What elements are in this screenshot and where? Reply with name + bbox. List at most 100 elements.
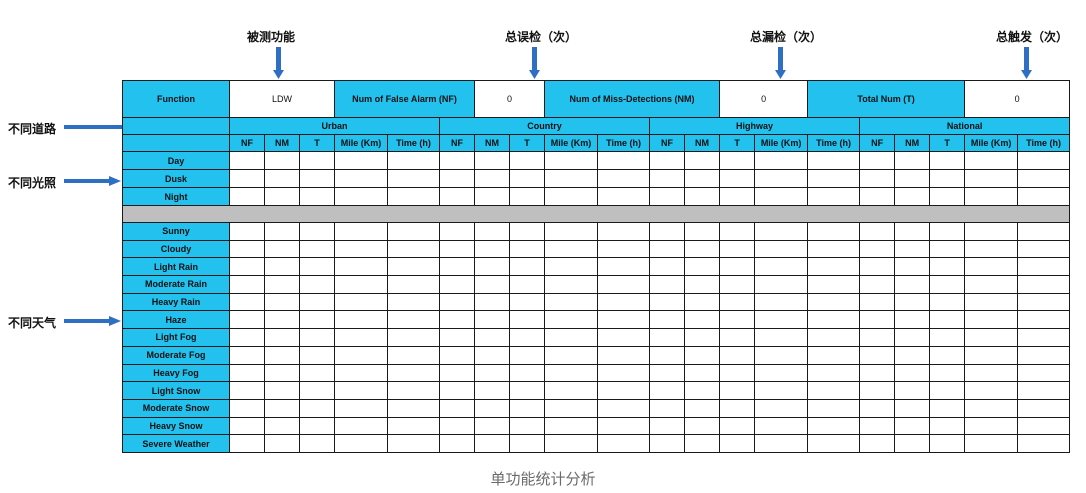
data-cell bbox=[387, 434, 440, 453]
data-cell bbox=[1017, 292, 1071, 312]
table-row: Light Snow bbox=[122, 381, 1071, 400]
right-arrow-icon bbox=[64, 176, 121, 186]
row-label: Sunny bbox=[122, 222, 230, 241]
data-cell bbox=[299, 292, 335, 312]
data-cell bbox=[597, 310, 651, 330]
data-cell bbox=[509, 416, 546, 436]
data-cell bbox=[859, 328, 896, 347]
data-cell bbox=[387, 381, 440, 400]
summary-row: Function LDW Num of False Alarm (NF) 0 N… bbox=[122, 80, 1071, 118]
label-trigger-total: 总触发（次） bbox=[996, 30, 1069, 44]
data-cell bbox=[964, 310, 1019, 330]
data-cell bbox=[1017, 434, 1071, 453]
data-cell bbox=[1017, 151, 1071, 170]
data-cell bbox=[649, 222, 686, 241]
data-cell bbox=[719, 222, 756, 241]
false-alarm-value-cell: 0 bbox=[474, 80, 546, 118]
data-cell bbox=[929, 434, 966, 453]
data-cell bbox=[229, 222, 265, 241]
data-cell bbox=[894, 151, 931, 170]
table-row: Moderate Rain bbox=[122, 275, 1071, 294]
data-cell bbox=[964, 363, 1019, 383]
data-cell bbox=[1017, 257, 1071, 277]
data-cell bbox=[649, 363, 686, 383]
data-cell bbox=[509, 169, 546, 188]
data-cell bbox=[299, 310, 335, 330]
data-cell bbox=[859, 398, 896, 418]
column-header: T bbox=[719, 134, 756, 152]
data-cell bbox=[754, 187, 809, 206]
data-cell bbox=[929, 187, 966, 206]
data-cell bbox=[1017, 222, 1071, 241]
data-cell bbox=[684, 292, 721, 312]
data-cell bbox=[719, 187, 756, 206]
down-arrow-icon bbox=[775, 47, 786, 79]
row-label: Light Fog bbox=[122, 328, 230, 347]
label-different-roads: 不同道路 bbox=[8, 122, 57, 136]
data-cell bbox=[299, 363, 335, 383]
data-cell bbox=[929, 310, 966, 330]
data-cell bbox=[544, 328, 599, 347]
row-label: Dusk bbox=[122, 169, 230, 188]
data-cell bbox=[544, 398, 599, 418]
data-cell bbox=[719, 151, 756, 170]
data-cell bbox=[649, 398, 686, 418]
data-cell bbox=[719, 292, 756, 312]
data-cell bbox=[964, 257, 1019, 277]
miss-detection-label-cell: Num of Miss-Detections (NM) bbox=[544, 80, 721, 118]
data-cell bbox=[474, 434, 511, 453]
data-cell bbox=[334, 381, 388, 400]
data-cell bbox=[929, 169, 966, 188]
data-cell bbox=[264, 187, 300, 206]
data-cell bbox=[474, 310, 511, 330]
data-cell bbox=[474, 169, 511, 188]
data-cell bbox=[597, 239, 651, 259]
data-cell bbox=[299, 328, 335, 347]
data-cell bbox=[719, 398, 756, 418]
data-cell bbox=[474, 398, 511, 418]
data-cell bbox=[229, 363, 265, 383]
data-cell bbox=[229, 151, 265, 170]
data-cell bbox=[1017, 187, 1071, 206]
data-cell bbox=[1017, 275, 1071, 294]
data-cell bbox=[964, 345, 1019, 365]
data-cell bbox=[894, 275, 931, 294]
data-cell bbox=[544, 275, 599, 294]
data-cell bbox=[684, 310, 721, 330]
column-header: NM bbox=[894, 134, 931, 152]
data-cell bbox=[334, 328, 388, 347]
road-type-header: Country bbox=[438, 117, 651, 135]
data-cell bbox=[229, 187, 265, 206]
row-label: Heavy Snow bbox=[122, 416, 230, 436]
table-row: Dusk bbox=[122, 169, 1071, 188]
data-cell bbox=[334, 169, 388, 188]
column-header: T bbox=[299, 134, 335, 152]
data-cell bbox=[719, 239, 756, 259]
separator-row bbox=[121, 205, 1071, 223]
data-cell bbox=[299, 416, 335, 436]
row-label: Moderate Rain bbox=[122, 275, 230, 294]
data-cell bbox=[859, 416, 896, 436]
data-cell bbox=[964, 151, 1019, 170]
data-cell bbox=[544, 169, 599, 188]
data-cell bbox=[859, 222, 896, 241]
data-cell bbox=[684, 328, 721, 347]
data-cell bbox=[649, 239, 686, 259]
data-cell bbox=[544, 239, 599, 259]
data-cell bbox=[807, 328, 861, 347]
data-cell bbox=[649, 257, 686, 277]
data-cell bbox=[387, 222, 440, 241]
data-cell bbox=[299, 345, 335, 365]
data-cell bbox=[264, 310, 300, 330]
data-cell bbox=[807, 222, 861, 241]
row-label: Moderate Snow bbox=[122, 398, 230, 418]
data-cell bbox=[754, 275, 809, 294]
data-cell bbox=[264, 328, 300, 347]
data-cell bbox=[754, 381, 809, 400]
data-cell bbox=[894, 416, 931, 436]
column-header: NF bbox=[859, 134, 896, 152]
column-header: T bbox=[509, 134, 546, 152]
data-cell bbox=[438, 292, 476, 312]
data-cell bbox=[334, 345, 388, 365]
data-cell bbox=[719, 416, 756, 436]
